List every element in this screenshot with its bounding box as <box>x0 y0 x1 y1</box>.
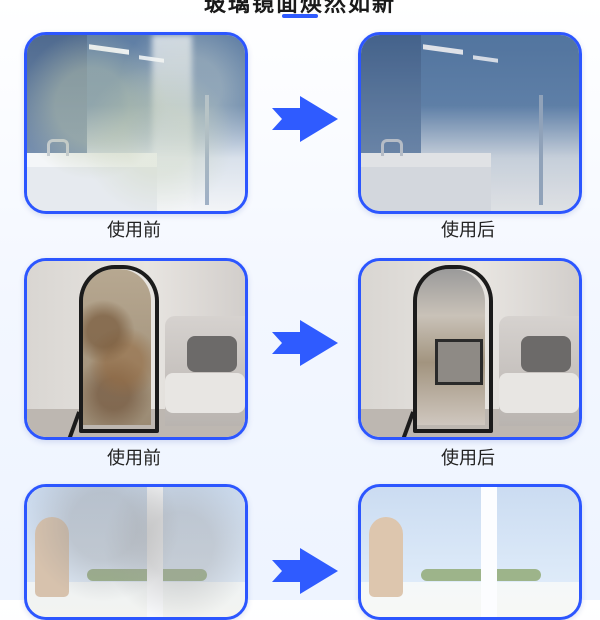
after-label: 使用后 <box>441 220 495 241</box>
arrow-right-icon <box>272 320 338 366</box>
window-scene-after <box>361 487 579 617</box>
shower-hose <box>205 95 209 205</box>
ceiling-light <box>89 44 129 55</box>
top-title-bar: 玻璃镜面焕然如新 <box>0 0 600 22</box>
before-label: 使用前 <box>107 448 161 469</box>
bathroom-scene-after <box>361 35 579 211</box>
vanity-cabinet <box>361 167 491 211</box>
top-title-underline <box>282 14 318 18</box>
window-before-image <box>24 484 248 620</box>
bedroom-scene-after <box>361 261 579 437</box>
window-scene-before <box>27 487 245 617</box>
window-after-image <box>358 484 582 620</box>
mirror-after-image <box>358 258 582 440</box>
arrow-right-icon <box>272 96 338 142</box>
mirror-before-image <box>24 258 248 440</box>
arrow-right-icon <box>272 548 338 594</box>
pillow <box>187 336 237 372</box>
before-label: 使用前 <box>107 220 161 241</box>
mirror-frame <box>79 265 159 433</box>
top-title: 玻璃镜面焕然如新 <box>203 0 396 17</box>
ceiling-light <box>423 44 463 55</box>
window-mullion <box>147 487 163 617</box>
shower-mist <box>152 35 192 211</box>
bedroom-scene-before <box>27 261 245 437</box>
ceiling-light <box>139 55 164 63</box>
statue <box>369 517 403 597</box>
mirror-frame <box>413 265 493 433</box>
ceiling-light <box>473 55 498 63</box>
bathroom-after-image <box>358 32 582 214</box>
sink-counter <box>361 153 491 167</box>
sink-counter <box>27 153 157 167</box>
after-label: 使用后 <box>441 448 495 469</box>
faucet <box>47 139 69 156</box>
blanket <box>499 373 579 413</box>
blanket <box>165 373 245 413</box>
trees <box>87 569 207 581</box>
sky <box>27 487 245 582</box>
bathroom-scene-before <box>27 35 245 211</box>
faucet <box>381 139 403 156</box>
pillow <box>521 336 571 372</box>
bathroom-before-image <box>24 32 248 214</box>
vanity-cabinet <box>27 167 157 211</box>
statue <box>35 517 69 597</box>
shower-hose <box>539 95 543 205</box>
bathroom-wall <box>27 35 87 211</box>
window-mullion <box>481 487 497 617</box>
